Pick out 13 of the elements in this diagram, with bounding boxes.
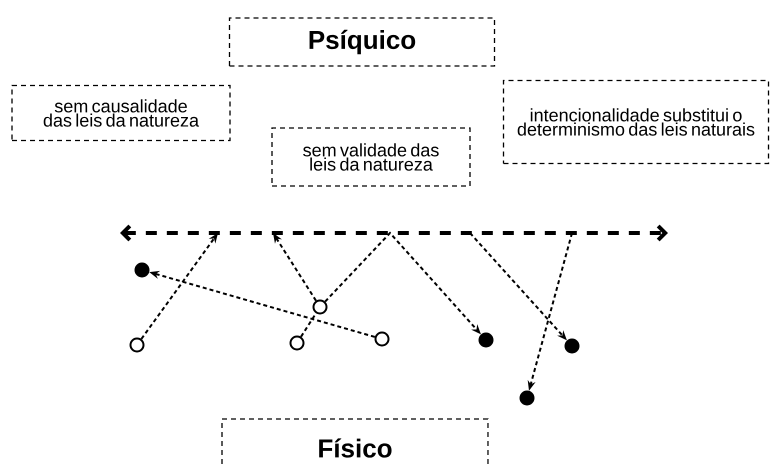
open-circle bbox=[312, 300, 328, 314]
text-box: sem causalidade das leis da natureza bbox=[11, 84, 231, 142]
filled-dot bbox=[478, 332, 494, 348]
filled-dot bbox=[520, 390, 534, 406]
open-circle bbox=[374, 332, 390, 346]
text-box: Psíquico bbox=[228, 17, 496, 67]
text-box: sem validade das leis da natureza bbox=[271, 127, 471, 187]
filled-dot bbox=[134, 262, 150, 278]
text-box: intencionalidade substitui o determinismo das leis naturais bbox=[502, 80, 770, 164]
text-box: Físico bbox=[221, 418, 489, 467]
filled-dot bbox=[564, 338, 580, 354]
open-circle bbox=[130, 338, 144, 352]
open-circle bbox=[290, 336, 304, 350]
